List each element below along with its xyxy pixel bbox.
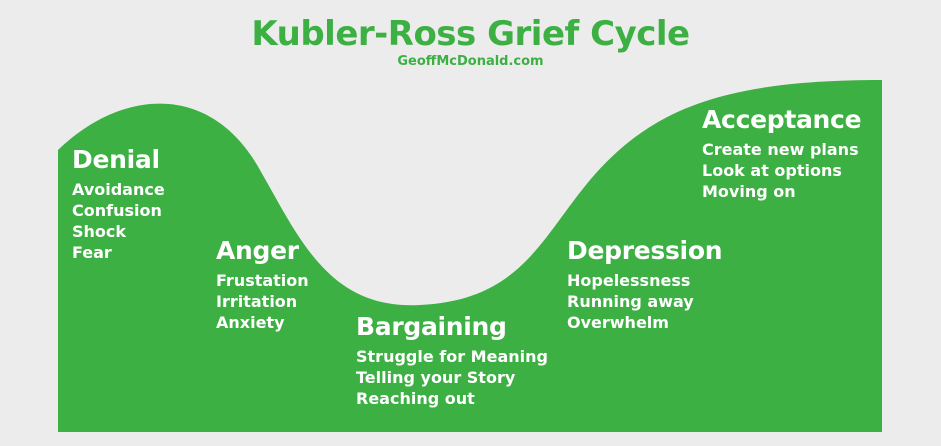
stage-item-list: Hopelessness Running away Overwhelm xyxy=(567,270,722,333)
stage-title: Acceptance xyxy=(702,105,862,134)
stage-title: Bargaining xyxy=(356,312,507,341)
stage-item: Hopelessness xyxy=(567,271,691,290)
stage-item-list: Struggle for Meaning Telling your Story … xyxy=(356,346,548,409)
stage-item: Look at options xyxy=(702,161,842,180)
stage-item: Anxiety xyxy=(216,313,285,332)
stage-item: Confusion xyxy=(72,201,162,220)
stage-item: Fear xyxy=(72,243,112,262)
stage-item-list: Avoidance Confusion Shock Fear xyxy=(72,179,165,263)
stage-item: Reaching out xyxy=(356,389,475,408)
stage-item: Frustation xyxy=(216,271,309,290)
stage-item: Irritation xyxy=(216,292,298,311)
grief-curve-shape xyxy=(58,80,882,432)
stage-item: Overwhelm xyxy=(567,313,669,332)
stage-title: Anger xyxy=(216,236,299,265)
stage-item: Telling your Story xyxy=(356,368,516,387)
stage-item: Running away xyxy=(567,292,694,311)
stage-item: Avoidance xyxy=(72,180,165,199)
stage-item-list: Create new plans Look at options Moving … xyxy=(702,139,861,202)
stage-denial: Denial Avoidance Confusion Shock Fear xyxy=(72,145,165,263)
stage-item: Moving on xyxy=(702,182,796,201)
stage-item: Shock xyxy=(72,222,127,241)
stage-title: Denial xyxy=(72,145,160,174)
stage-bargaining: Bargaining Struggle for Meaning Telling … xyxy=(356,312,548,409)
stage-depression: Depression Hopelessness Running away Ove… xyxy=(567,236,723,333)
stage-item-list: Frustation Irritation Anxiety xyxy=(216,270,309,333)
stage-title: Depression xyxy=(567,236,723,265)
stage-item: Struggle for Meaning xyxy=(356,347,548,366)
stage-acceptance: Acceptance Create new plans Look at opti… xyxy=(702,105,862,202)
stage-item: Create new plans xyxy=(702,140,859,159)
stage-anger: Anger Frustation Irritation Anxiety xyxy=(216,236,309,333)
site-credit: GeoffMcDonald.com xyxy=(397,54,544,69)
page-title: Kubler-Ross Grief Cycle xyxy=(251,14,690,54)
